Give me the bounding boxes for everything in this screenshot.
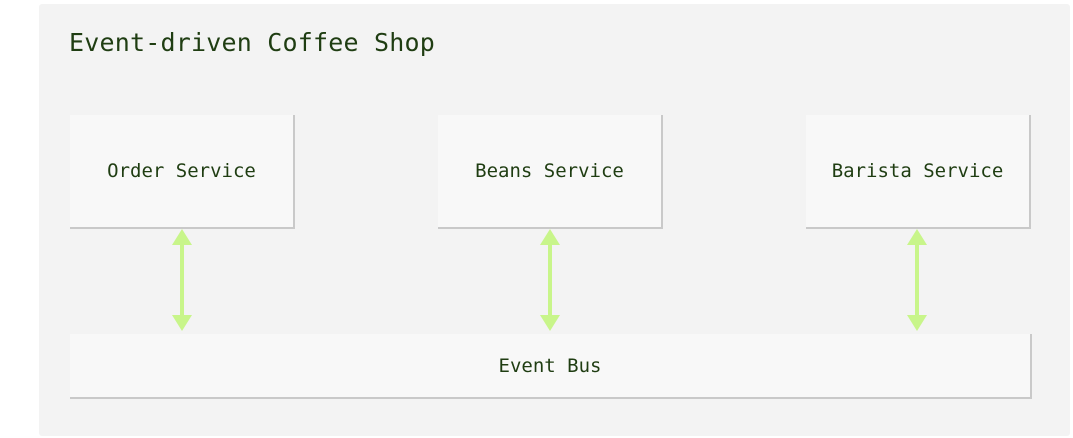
event-bus-label: Event Bus — [498, 354, 602, 377]
beans-service-label: Beans Service — [475, 160, 624, 182]
diagram-title: Event-driven Coffee Shop — [69, 28, 436, 57]
event-bus-node: Event Bus — [70, 334, 1032, 399]
barista-service-node: Barista Service — [806, 115, 1031, 229]
order-service-node: Order Service — [70, 115, 295, 229]
beans-service-node: Beans Service — [438, 115, 663, 229]
barista-service-label: Barista Service — [831, 160, 1004, 182]
order-service-label: Order Service — [107, 160, 256, 182]
